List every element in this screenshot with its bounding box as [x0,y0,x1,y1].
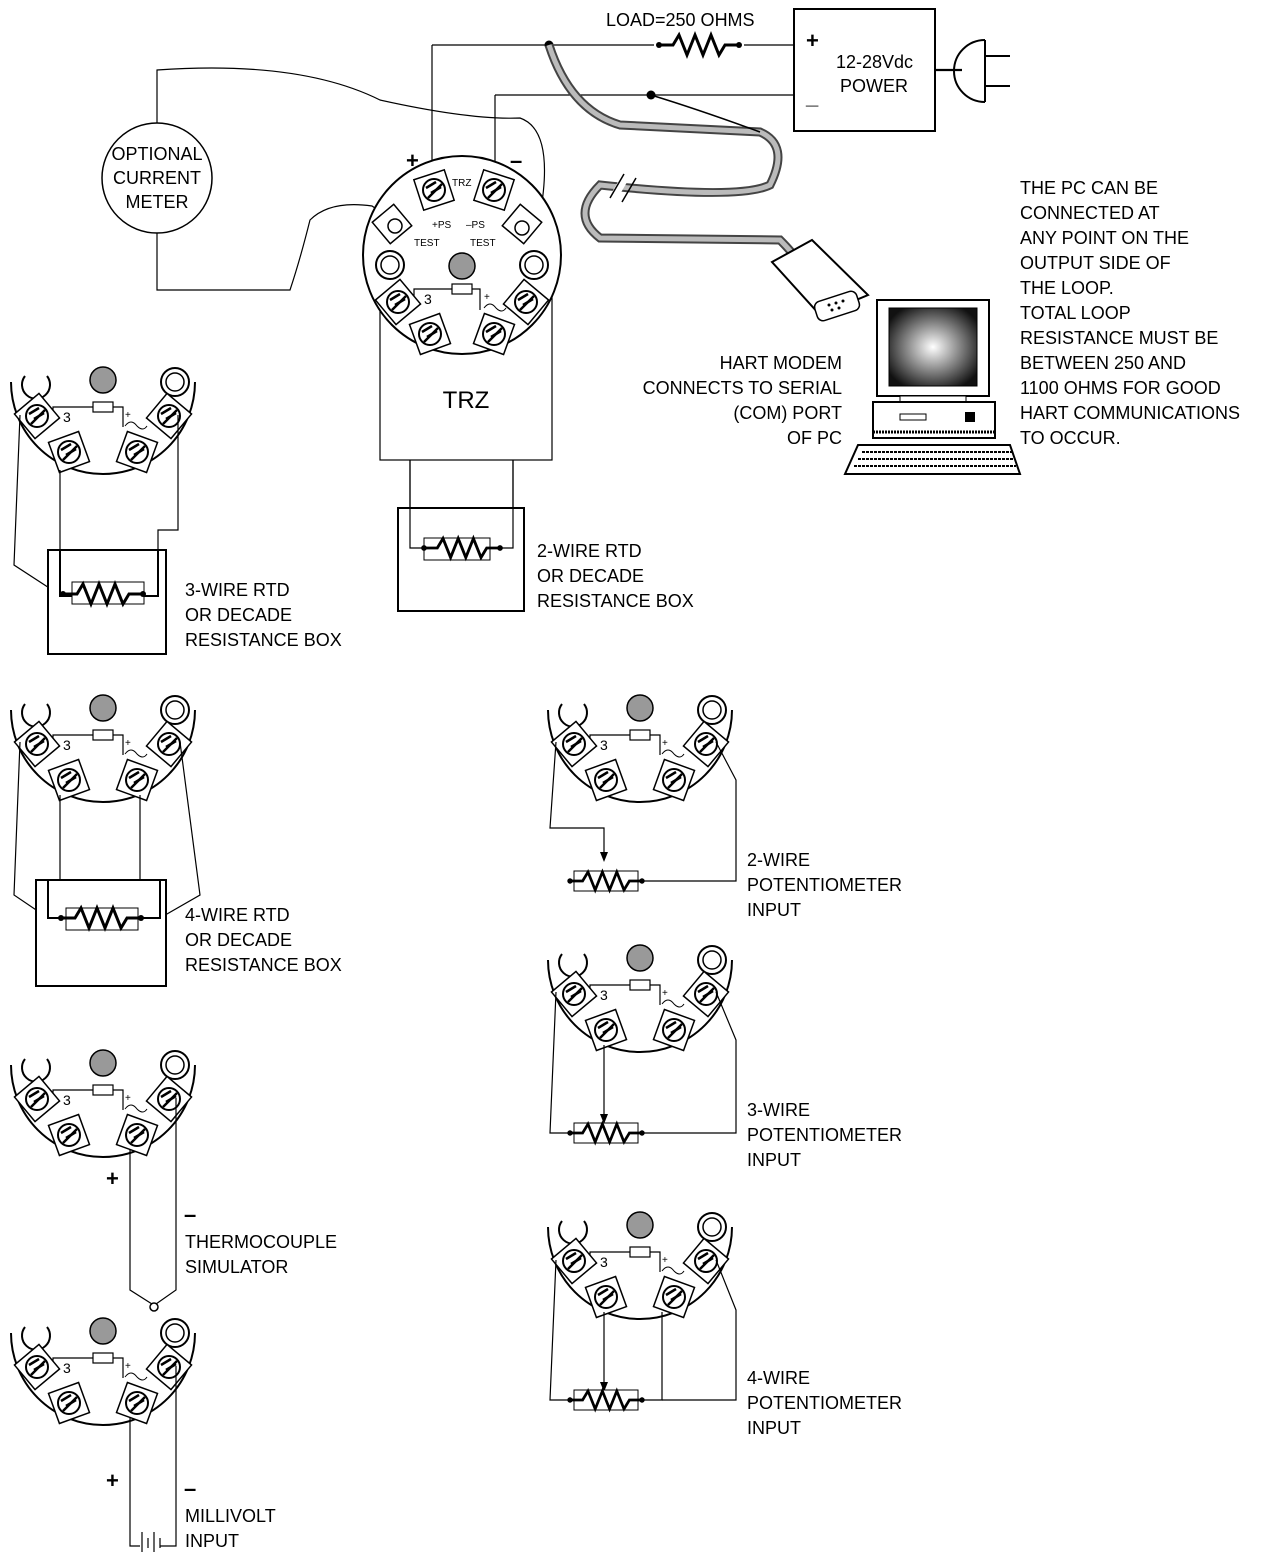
optional-current-meter: OPTIONAL CURRENT METER [101,67,546,291]
rtd2-line: RESISTANCE BOX [537,591,694,611]
loop-plus-sign: + [406,148,419,173]
rtd3-line: 3-WIRE RTD [185,580,290,600]
power-plug-icon [935,39,1010,103]
loop-supply: LOAD=250 OHMS + _ 12-28Vdc POWER [431,8,1010,180]
pc-note-line: THE LOOP. [1020,278,1114,298]
supply-plus-sign: + [806,28,819,53]
module-tag: TRZ [452,178,471,189]
meter-label: METER [126,192,189,212]
supply-name: POWER [840,76,908,96]
modem-note-line: (COM) PORT [733,403,842,423]
svg-text:3: 3 [424,291,432,307]
pc-computer-icon [843,299,1022,475]
pc-note-line: THE PC CAN BE [1020,178,1158,198]
test-left-label: TEST [414,238,440,249]
millivolt-head: + – MILLIVOLT INPUT [11,1318,276,1552]
supply-voltage: 12-28Vdc [836,52,913,72]
pot2-line: INPUT [747,900,801,920]
tc-plus-sign: + [106,1166,119,1191]
rtd2-line: 2-WIRE RTD [537,541,642,561]
modem-note-line: HART MODEM [720,353,842,373]
meter-label: OPTIONAL [111,144,202,164]
trz-name: TRZ [443,387,490,414]
supply-minus-sign: _ [805,84,819,109]
mv-line: MILLIVOLT [185,1506,276,1526]
mv-line: INPUT [185,1531,239,1551]
modem-note-line: CONNECTS TO SERIAL [643,378,842,398]
pc-note: THE PC CAN BE CONNECTED AT ANY POINT ON … [1020,178,1240,448]
trz-transmitter: TRZ + – TRZ +PS –PS TEST TEST 3 + [362,148,562,612]
rtd4-head [11,695,201,987]
tc-minus-sign: – [184,1202,196,1227]
pot4-line: INPUT [747,1418,801,1438]
pc-note-line: CONNECTED AT [1020,203,1160,223]
pc-note-line: RESISTANCE MUST BE [1020,328,1218,348]
pot3-head: 3-WIRE POTENTIOMETER INPUT [548,945,902,1170]
pc-note-line: HART COMMUNICATIONS [1020,403,1240,423]
rtd4-line: 4-WIRE RTD [185,905,290,925]
modem-note-line: OF PC [787,428,842,448]
pc-note-line: 1100 OHMS FOR GOOD [1020,378,1221,398]
tc-line: SIMULATOR [185,1257,288,1277]
hart-cable [544,43,801,267]
loop-minus-sign: – [510,148,522,173]
pc-note-line: OUTPUT SIDE OF [1020,253,1171,273]
test-right-label: TEST [470,238,496,249]
pc-note-line: TOTAL LOOP [1020,303,1131,323]
pot2-line: 2-WIRE [747,850,810,870]
pot3-line: 3-WIRE [747,1100,810,1120]
pot2-head: 2-WIRE POTENTIOMETER INPUT [548,695,902,920]
mv-plus-sign: + [106,1468,119,1493]
pot3-line: INPUT [747,1150,801,1170]
mv-minus-sign: – [184,1476,196,1501]
rtd3-line: RESISTANCE BOX [185,630,342,650]
thermocouple-head: + – THERMOCOUPLE SIMULATOR [11,1050,337,1312]
ps-plus-label: +PS [432,220,452,231]
pc-note-line: ANY POINT ON THE [1020,228,1189,248]
rtd4-line: RESISTANCE BOX [185,955,342,975]
pc-note-line: BETWEEN 250 AND [1020,353,1186,373]
rtd3-head [11,367,195,655]
load-label: LOAD=250 OHMS [606,10,755,30]
pot3-line: POTENTIOMETER [747,1125,902,1145]
rtd2-line: OR DECADE [537,566,644,586]
modem-note: HART MODEM CONNECTS TO SERIAL (COM) PORT… [643,353,842,448]
rtd3-line: OR DECADE [185,605,292,625]
hart-modem-icon [770,238,870,322]
rtd4-line: OR DECADE [185,930,292,950]
pot4-line: 4-WIRE [747,1368,810,1388]
pot4-line: POTENTIOMETER [747,1393,902,1413]
pc-note-line: TO OCCUR. [1020,428,1121,448]
rtd4-label: 4-WIRE RTD OR DECADE RESISTANCE BOX [185,905,342,975]
pot4-head: 4-WIRE POTENTIOMETER INPUT [548,1212,902,1438]
ps-minus-label: –PS [466,220,485,231]
pot2-line: POTENTIOMETER [747,875,902,895]
svg-text:+: + [484,292,490,303]
tc-line: THERMOCOUPLE [185,1232,337,1252]
rtd2-label: 2-WIRE RTD OR DECADE RESISTANCE BOX [537,541,694,611]
rtd3-label: 3-WIRE RTD OR DECADE RESISTANCE BOX [185,580,342,650]
meter-label: CURRENT [113,168,201,188]
